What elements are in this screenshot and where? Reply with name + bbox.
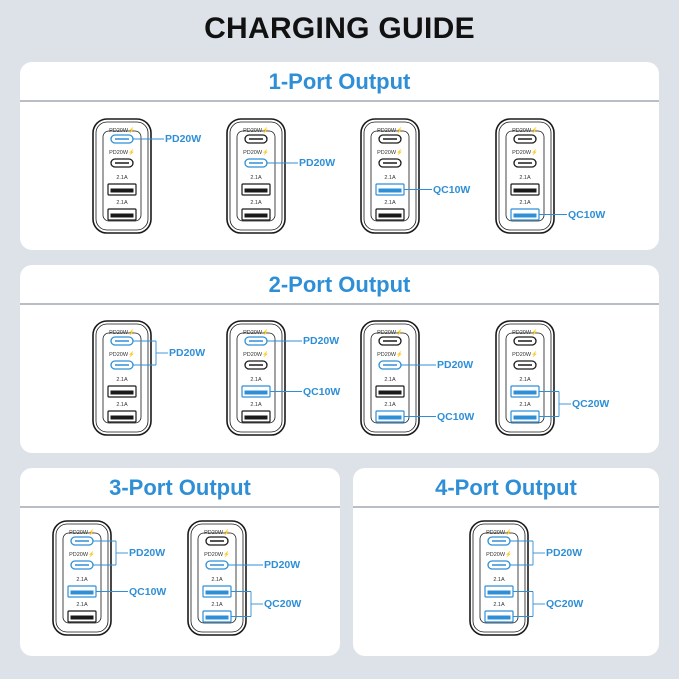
panel-heading: 2-Port Output [20, 265, 659, 305]
svg-text:2.1A: 2.1A [493, 602, 505, 608]
svg-text:2.1A: 2.1A [519, 402, 531, 408]
svg-text:2.1A: 2.1A [250, 377, 262, 383]
charger-diagram: PD20W⚡ PD20W⚡ 2.1A 2.1A [360, 118, 432, 234]
svg-text:2.1A: 2.1A [76, 602, 88, 608]
output-label: QC20W [264, 598, 302, 610]
svg-text:2.1A: 2.1A [250, 200, 262, 206]
charger-diagram: PD20W⚡ PD20W⚡ 2.1A 2.1A [226, 320, 302, 436]
svg-text:2.1A: 2.1A [116, 200, 128, 206]
svg-text:PD20W⚡: PD20W⚡ [204, 529, 230, 536]
svg-text:PD20W⚡: PD20W⚡ [243, 149, 269, 156]
panel-heading: 4-Port Output [353, 468, 659, 508]
svg-text:PD20W⚡: PD20W⚡ [377, 127, 403, 134]
svg-text:2.1A: 2.1A [519, 175, 531, 181]
output-label: QC10W [433, 183, 471, 196]
charger-diagram: PD20W⚡ PD20W⚡ 2.1A 2.1A [495, 320, 571, 436]
output-label: QC10W [437, 410, 475, 423]
svg-text:PD20W⚡: PD20W⚡ [512, 149, 538, 156]
output-label: QC10W [303, 385, 341, 398]
charger-diagram: PD20W⚡ PD20W⚡ 2.1A 2.1A [360, 320, 436, 436]
svg-text:PD20W⚡: PD20W⚡ [486, 551, 512, 558]
output-label: PD20W [165, 133, 202, 145]
output-label: PD20W [169, 347, 206, 359]
charger-diagram: PD20W⚡ PD20W⚡ 2.1A 2.1A [92, 118, 164, 234]
svg-text:PD20W⚡: PD20W⚡ [512, 127, 538, 134]
output-label: PD20W [546, 547, 583, 559]
charger-diagram: PD20W⚡ PD20W⚡ 2.1A 2.1A [226, 118, 298, 234]
svg-text:PD20W⚡: PD20W⚡ [377, 351, 403, 358]
output-label: PD20W [437, 359, 474, 371]
output-label: PD20W [299, 157, 336, 169]
svg-text:2.1A: 2.1A [116, 377, 128, 383]
output-label: PD20W [129, 547, 166, 559]
svg-text:PD20W⚡: PD20W⚡ [109, 149, 135, 156]
svg-text:PD20W⚡: PD20W⚡ [109, 329, 135, 336]
svg-text:2.1A: 2.1A [250, 175, 262, 181]
svg-text:2.1A: 2.1A [76, 577, 88, 583]
svg-text:2.1A: 2.1A [384, 175, 396, 181]
panel-heading: 3-Port Output [20, 468, 340, 508]
charger-diagram: PD20W⚡ PD20W⚡ 2.1A 2.1A [187, 520, 263, 636]
charger-diagram: PD20W⚡ PD20W⚡ 2.1A 2.1A [92, 320, 168, 436]
svg-text:PD20W⚡: PD20W⚡ [377, 149, 403, 156]
svg-text:2.1A: 2.1A [211, 602, 223, 608]
svg-text:PD20W⚡: PD20W⚡ [243, 351, 269, 358]
svg-text:2.1A: 2.1A [384, 402, 396, 408]
svg-text:2.1A: 2.1A [384, 200, 396, 206]
output-label: PD20W [264, 559, 301, 571]
output-label: QC10W [129, 585, 167, 598]
output-label: PD20W [303, 335, 340, 347]
svg-text:2.1A: 2.1A [384, 377, 396, 383]
svg-text:PD20W⚡: PD20W⚡ [204, 551, 230, 558]
output-label: QC10W [568, 208, 606, 221]
charger-diagram: PD20W⚡ PD20W⚡ 2.1A 2.1A [52, 520, 128, 636]
svg-text:PD20W⚡: PD20W⚡ [486, 529, 512, 536]
svg-text:PD20W⚡: PD20W⚡ [243, 329, 269, 336]
svg-text:2.1A: 2.1A [116, 402, 128, 408]
svg-text:PD20W⚡: PD20W⚡ [243, 127, 269, 134]
svg-text:PD20W⚡: PD20W⚡ [109, 127, 135, 134]
svg-text:2.1A: 2.1A [519, 377, 531, 383]
svg-text:PD20W⚡: PD20W⚡ [69, 551, 95, 558]
svg-text:2.1A: 2.1A [250, 402, 262, 408]
svg-text:PD20W⚡: PD20W⚡ [512, 351, 538, 358]
panel-heading: 1-Port Output [20, 62, 659, 102]
svg-text:2.1A: 2.1A [211, 577, 223, 583]
svg-text:PD20W⚡: PD20W⚡ [109, 351, 135, 358]
svg-text:2.1A: 2.1A [519, 200, 531, 206]
charger-diagram: PD20W⚡ PD20W⚡ 2.1A 2.1A [469, 520, 545, 636]
svg-text:PD20W⚡: PD20W⚡ [377, 329, 403, 336]
page-title: CHARGING GUIDE [204, 12, 475, 45]
svg-text:2.1A: 2.1A [116, 175, 128, 181]
output-label: QC20W [572, 398, 610, 410]
svg-text:2.1A: 2.1A [493, 577, 505, 583]
svg-text:PD20W⚡: PD20W⚡ [512, 329, 538, 336]
svg-text:PD20W⚡: PD20W⚡ [69, 529, 95, 536]
charger-diagram: PD20W⚡ PD20W⚡ 2.1A 2.1A [495, 118, 567, 234]
output-label: QC20W [546, 598, 584, 610]
